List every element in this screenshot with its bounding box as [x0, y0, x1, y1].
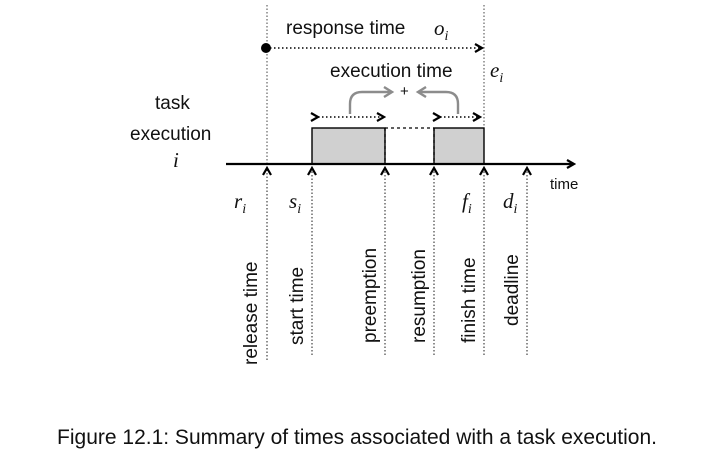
- response-time-label: response time: [286, 18, 405, 39]
- deadline-symbol: di: [503, 189, 518, 217]
- task-timing-diagram: task execution i response time oi execut…: [130, 5, 578, 366]
- execution-time-symbol: ei: [490, 58, 503, 86]
- deadline-label: deadline: [502, 254, 523, 326]
- response-time-symbol: oi: [434, 16, 449, 44]
- left-sum-arc: [348, 92, 392, 114]
- right-sum-arc: [418, 92, 460, 114]
- finish-symbol: fi: [462, 189, 472, 217]
- preemption-label: preemption: [360, 248, 381, 343]
- start-symbol: si: [289, 189, 301, 217]
- execution-segment-2: [433, 127, 485, 165]
- task-label-line1: task: [155, 93, 190, 114]
- plus-sign: +: [400, 83, 409, 100]
- release-time-label: release time: [241, 262, 262, 366]
- execution-time-label: execution time: [330, 61, 453, 82]
- task-index: i: [173, 148, 179, 172]
- finish-time-label: finish time: [459, 257, 480, 343]
- time-axis-label: time: [550, 176, 578, 193]
- resumption-label: resumption: [409, 249, 430, 343]
- execution-segment-1: [311, 127, 386, 165]
- start-time-label: start time: [287, 267, 308, 345]
- task-label-line2: execution: [130, 124, 211, 145]
- release-symbol: ri: [234, 189, 246, 217]
- response-start-dot: [261, 43, 271, 53]
- figure-caption: Figure 12.1: Summary of times associated…: [57, 426, 657, 449]
